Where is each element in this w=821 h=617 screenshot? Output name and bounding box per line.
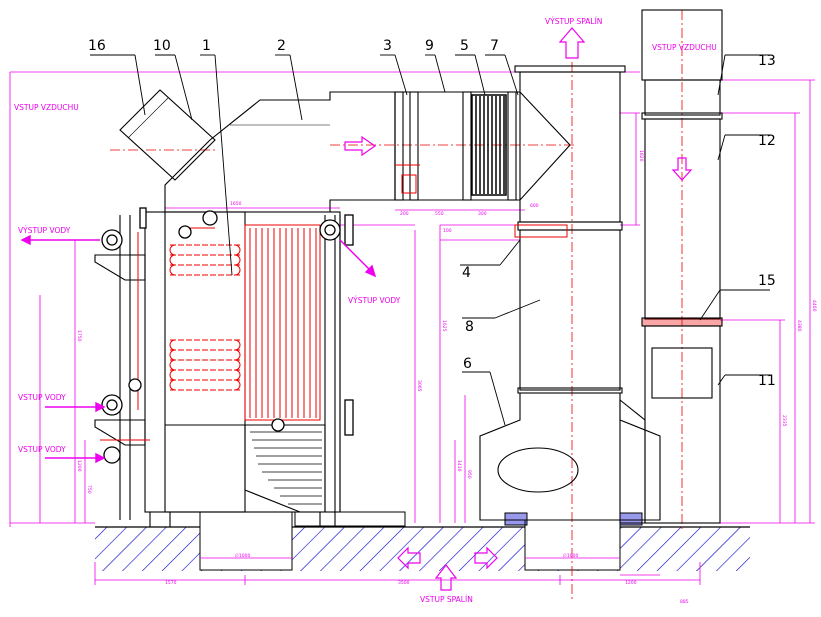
label-vystup-vody-left: VÝSTUP VODY [18, 226, 71, 235]
boiler-body [94, 211, 341, 527]
callout-16: 16 [88, 38, 106, 54]
dim-4380: 4380 [796, 320, 802, 332]
dim-550: 550 [435, 211, 444, 217]
callout-11: 11 [758, 373, 776, 389]
dim-950: 950 [466, 470, 472, 479]
air-inlet-pipe [119, 89, 216, 181]
label-vstup-vody-1: VSTUP VODY [18, 393, 66, 402]
callout-12: 12 [758, 133, 776, 149]
label-vstup-vzduchu-right: VSTUP VZDUCHU [652, 43, 717, 52]
air-duct [619, 9, 723, 524]
pipe-nozzles [101, 207, 354, 464]
flue-duct [119, 89, 571, 213]
heat-exchanger-5 [471, 94, 507, 196]
callout-7: 7 [490, 38, 499, 54]
dim-600: 600 [530, 203, 539, 209]
centerlines [110, 10, 683, 600]
flow-arrows [344, 27, 693, 591]
ash-hopper [244, 424, 326, 513]
callout-2: 2 [277, 38, 286, 54]
dim-100: 100 [443, 228, 452, 234]
callout-4: 4 [462, 265, 471, 281]
label-vystup-spalin: VÝSTUP SPALÍN [545, 17, 602, 26]
dim-3065: 3065 [416, 380, 422, 392]
water-arrows [20, 234, 377, 464]
callout-6: 6 [463, 356, 472, 372]
dim-200: 200 [400, 211, 409, 217]
dim-300: 300 [478, 211, 487, 217]
dim-1200: 1200 [76, 460, 82, 472]
label-vystup-vody-mid: VÝSTUP VODY [348, 296, 401, 305]
dimension-values: 1650 200 550 300 600 1820 100 1625 3065 … [76, 150, 817, 605]
cleaning-port [497, 447, 579, 493]
dim-1625: 1625 [441, 320, 447, 332]
callout-9: 9 [425, 38, 434, 54]
callout-3: 3 [383, 38, 392, 54]
exchanger-flanges [394, 91, 517, 201]
callout-leaders [90, 54, 770, 426]
dim-1410: 1410 [456, 460, 462, 472]
callout-1: 1 [202, 38, 211, 54]
label-vstup-vzduchu-left: VSTUP VZDUCHU [14, 103, 79, 112]
foundation [95, 511, 750, 571]
dim-1200-bottom: 1200 [625, 580, 637, 586]
callout-8: 8 [465, 319, 474, 335]
dim-1750: 1750 [76, 330, 82, 342]
flue-stack [479, 65, 661, 521]
dim-2335: 2335 [781, 415, 787, 427]
dim-dia1000-left: ∅1000 [235, 553, 251, 559]
callout-5: 5 [460, 38, 469, 54]
callout-10: 10 [153, 38, 171, 54]
dim-1570: 1570 [165, 580, 177, 586]
callout-15: 15 [758, 273, 776, 289]
dim-3500: 3500 [398, 580, 410, 586]
dim-750: 750 [86, 485, 92, 494]
dimension-lines [9, 71, 815, 585]
dim-885: 885 [680, 599, 689, 605]
dim-4460: 4460 [811, 300, 817, 312]
callout-numbers: 16 10 1 2 3 9 5 7 13 12 4 8 15 6 11 [88, 38, 776, 389]
callout-13: 13 [758, 53, 776, 69]
internal-tubes [100, 164, 568, 441]
dim-dia1000-right: ∅1000 [563, 553, 579, 559]
flow-labels: VÝSTUP SPALÍN VSTUP VZDUCHU VSTUP VZDUCH… [14, 17, 717, 604]
dim-1650: 1650 [230, 201, 242, 207]
label-vstup-spalin: VSTUP SPALÍN [420, 595, 473, 604]
label-vstup-vody-2: VSTUP VODY [18, 445, 66, 454]
dim-1820: 1820 [638, 150, 644, 162]
